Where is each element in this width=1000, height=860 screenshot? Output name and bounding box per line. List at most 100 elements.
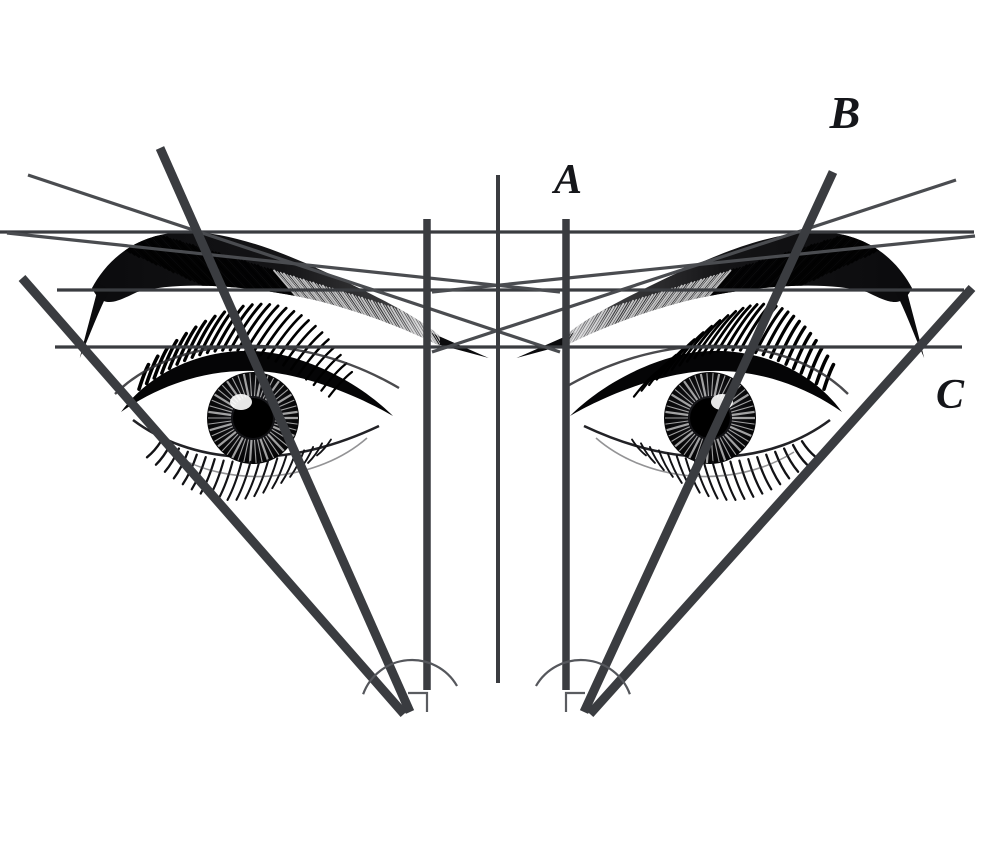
brow-hair	[152, 232, 209, 289]
lower-lash	[711, 460, 728, 501]
lower-lash	[657, 449, 674, 478]
lower-lash	[648, 446, 665, 472]
left-eye-undereye	[168, 437, 368, 478]
left-angle-arc	[362, 658, 458, 695]
upper-lash	[305, 345, 336, 381]
upper-lash	[807, 346, 824, 380]
brow-hair	[800, 231, 855, 287]
iris-stria	[209, 405, 232, 413]
lower-lash	[145, 440, 163, 459]
left-brow-start-ray	[155, 146, 415, 714]
left-brow-tail-ray	[18, 275, 408, 717]
lower-lash	[666, 452, 683, 484]
upper-lash	[632, 370, 659, 398]
iris-stria	[716, 375, 726, 398]
upper-lash	[822, 362, 836, 391]
label-c: C	[936, 372, 965, 418]
iris-stria	[731, 405, 754, 413]
iris-stria	[256, 439, 263, 463]
brow-hair	[113, 231, 158, 266]
iris-stria	[674, 431, 694, 448]
lower-lash	[199, 457, 216, 495]
upper-lash	[274, 319, 310, 363]
upper-lash	[761, 310, 790, 357]
iris-stria	[243, 439, 250, 463]
upper-lash	[663, 338, 696, 376]
iris-stria	[249, 373, 253, 397]
iris-stria	[214, 428, 235, 442]
iris-stria	[237, 438, 247, 461]
upper-lash	[320, 362, 348, 392]
iris-stria	[726, 431, 746, 447]
iris-stria	[237, 375, 247, 398]
left-right-angle-bracket	[408, 691, 429, 712]
upper-lash	[228, 302, 263, 352]
iris-stria	[694, 438, 704, 461]
iris-stria	[665, 420, 689, 425]
iris-stria	[209, 422, 233, 432]
lower-lash	[307, 442, 323, 464]
iris-stria	[226, 435, 241, 456]
measurement-guides	[0, 146, 976, 718]
upper-lash	[731, 302, 766, 352]
iris-stria	[668, 399, 691, 410]
iris-stria	[269, 431, 289, 447]
lower-lash	[756, 455, 773, 491]
iris-stria	[688, 437, 701, 459]
lower-lash	[631, 438, 647, 457]
iris-stria	[253, 373, 257, 397]
brow-hair	[795, 232, 852, 289]
upper-lash	[799, 338, 818, 375]
iris-stria	[208, 410, 232, 417]
lower-lash	[253, 458, 270, 498]
iris-stria	[716, 438, 727, 461]
iris-stria	[678, 433, 696, 452]
iris-stria	[221, 433, 239, 452]
upper-lash	[137, 362, 151, 391]
iris-stria	[688, 377, 701, 399]
lower-lash	[765, 453, 782, 486]
upper-lash	[160, 338, 179, 375]
lower-lash	[800, 440, 818, 459]
iris-stria	[666, 422, 690, 432]
label-a: A	[551, 157, 582, 203]
lower-lash	[271, 455, 288, 490]
lower-lash	[235, 460, 252, 501]
iris-stria	[253, 439, 257, 463]
upper-lash	[259, 310, 296, 357]
iris-stria	[683, 435, 698, 456]
brow-hair	[156, 233, 212, 290]
lower-lash	[729, 460, 746, 500]
upper-lash	[655, 345, 687, 381]
left-lower-thin-ray	[6, 231, 561, 294]
right-eye-lower-lashes	[631, 438, 818, 501]
iris-stria	[724, 433, 742, 452]
upper-lash	[282, 324, 317, 367]
iris-stria	[242, 373, 250, 397]
upper-lash	[182, 319, 208, 363]
iris-stria	[678, 384, 696, 403]
upper-lash	[814, 354, 830, 386]
upper-lash	[266, 314, 303, 360]
right-brow-start-ray	[579, 170, 838, 714]
iris-stria	[694, 375, 704, 398]
upper-lash	[685, 319, 722, 363]
upper-lash	[693, 314, 730, 360]
lower-lash	[782, 447, 800, 473]
right-eye-upper-lid	[570, 350, 842, 416]
iris-stria	[719, 437, 732, 459]
iris-stria	[713, 439, 720, 463]
left-eyebrow-tail	[429, 332, 489, 358]
iris-stria	[248, 439, 253, 463]
iris-stria	[728, 428, 749, 442]
lower-lash	[226, 460, 243, 501]
iris-stria	[262, 437, 275, 459]
upper-lash	[678, 324, 714, 367]
iris-stria	[713, 373, 721, 397]
lower-lash	[774, 450, 791, 480]
right-eyebrow-outer-hook	[894, 284, 925, 358]
brow-hair	[792, 233, 848, 290]
iris-stria	[231, 437, 244, 459]
lower-lash	[316, 438, 332, 457]
